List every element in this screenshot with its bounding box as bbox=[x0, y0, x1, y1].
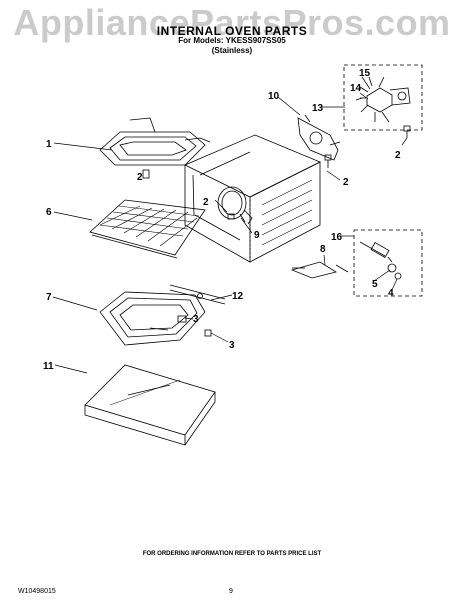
convection-element bbox=[217, 186, 253, 225]
callout-label: 3 bbox=[229, 340, 235, 351]
callout-label: 9 bbox=[254, 230, 260, 241]
callout-label: 15 bbox=[359, 68, 371, 79]
callout-label: 10 bbox=[268, 91, 280, 102]
callout-numbers: 1 2 2 2 2 3 3 4 5 6 7 8 9 10 11 12 13 14… bbox=[43, 68, 401, 372]
callout-label: 7 bbox=[46, 292, 52, 303]
document-number: W10498015 bbox=[18, 588, 56, 595]
temperature-sensor bbox=[290, 261, 349, 279]
oven-bottom-panel bbox=[84, 364, 216, 446]
oven-cavity bbox=[184, 134, 321, 263]
leader-lines bbox=[52, 76, 408, 374]
callout-label: 3 bbox=[193, 314, 199, 325]
callout-label: 4 bbox=[388, 288, 394, 299]
callout-label: 13 bbox=[312, 103, 324, 114]
bake-element bbox=[99, 291, 206, 346]
callout-label: 2 bbox=[395, 150, 401, 161]
element-bracket bbox=[169, 284, 226, 337]
ordering-note: FOR ORDERING INFORMATION REFER TO PARTS … bbox=[142, 551, 322, 557]
page-number: 9 bbox=[229, 588, 233, 595]
convection-fan-box bbox=[343, 64, 423, 131]
callout-label: 14 bbox=[350, 83, 362, 94]
callout-label: 16 bbox=[331, 232, 343, 243]
callout-label: 2 bbox=[137, 172, 143, 183]
callout-label: 11 bbox=[43, 361, 54, 372]
model-variant: (Stainless) bbox=[211, 46, 253, 55]
callout-label: 1 bbox=[46, 139, 52, 150]
broil-element bbox=[99, 117, 211, 179]
fan-shroud bbox=[297, 114, 341, 161]
watermark: AppliancePartsPros.com bbox=[13, 2, 451, 43]
screw-group bbox=[227, 125, 411, 220]
page-title: INTERNAL OVEN PARTS bbox=[156, 24, 308, 38]
callout-label: 6 bbox=[46, 207, 52, 218]
callout-label: 8 bbox=[320, 244, 326, 255]
callout-label: 2 bbox=[343, 177, 349, 188]
oven-rack bbox=[89, 199, 206, 259]
callout-label: 12 bbox=[232, 291, 244, 302]
callout-label: 5 bbox=[372, 279, 378, 290]
callout-label: 2 bbox=[203, 197, 209, 208]
sensor-box bbox=[353, 229, 423, 297]
model-number: For Models: YKESS907SS05 bbox=[178, 36, 286, 45]
